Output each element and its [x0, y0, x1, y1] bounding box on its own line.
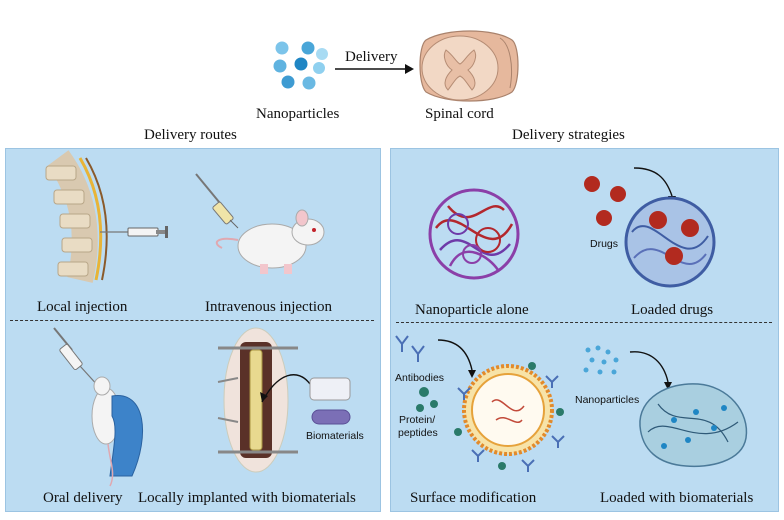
mouse-iv-injection-icon [195, 173, 325, 274]
delivery-arrow-icon [335, 64, 414, 74]
antibodies-tag: Antibodies [395, 372, 445, 384]
polymer-nanoparticle-icon [428, 188, 520, 280]
delivery-routes-panel [5, 148, 381, 512]
spinal-cord-label: Spinal cord [425, 106, 494, 122]
spinal-cord-icon [419, 30, 519, 102]
nanoparticle-alone-label: Nanoparticle alone [415, 302, 529, 318]
local-injection-label: Local injection [37, 299, 128, 315]
nanoparticles-tag: Nanoparticles [575, 394, 640, 406]
drug-loaded-nanoparticle-icon [584, 167, 716, 288]
implanted-label: Locally implanted with biomaterials [138, 490, 356, 506]
surface-modified-nanoparticle-icon [395, 335, 565, 472]
surface-modification-label: Surface modification [410, 490, 537, 506]
spine-injection-icon [45, 150, 168, 283]
oral-gavage-icon [53, 327, 143, 487]
protein-tag-line1: Protein/ [399, 414, 436, 426]
oral-delivery-label: Oral delivery [43, 490, 123, 506]
drugs-tag: Drugs [590, 238, 619, 250]
strategies-divider [396, 322, 772, 323]
biomaterials-tag: Biomaterials [306, 430, 364, 442]
loaded-biomaterials-label: Loaded with biomaterials [600, 490, 754, 506]
biomaterial-nanoparticle-icon [583, 345, 748, 468]
routes-divider [10, 320, 374, 321]
delivery-strategies-title: Delivery strategies [512, 127, 625, 143]
intravenous-injection-label: Intravenous injection [205, 299, 333, 315]
delivery-routes-title: Delivery routes [144, 127, 237, 143]
nanoparticle-cluster-icon [273, 41, 328, 90]
delivery-arrow-label: Delivery [345, 49, 398, 65]
surgical-implant-icon [217, 327, 351, 473]
protein-tag-line2: peptides [398, 427, 438, 439]
nanoparticles-label: Nanoparticles [256, 106, 340, 122]
loaded-drugs-label: Loaded drugs [631, 302, 714, 318]
